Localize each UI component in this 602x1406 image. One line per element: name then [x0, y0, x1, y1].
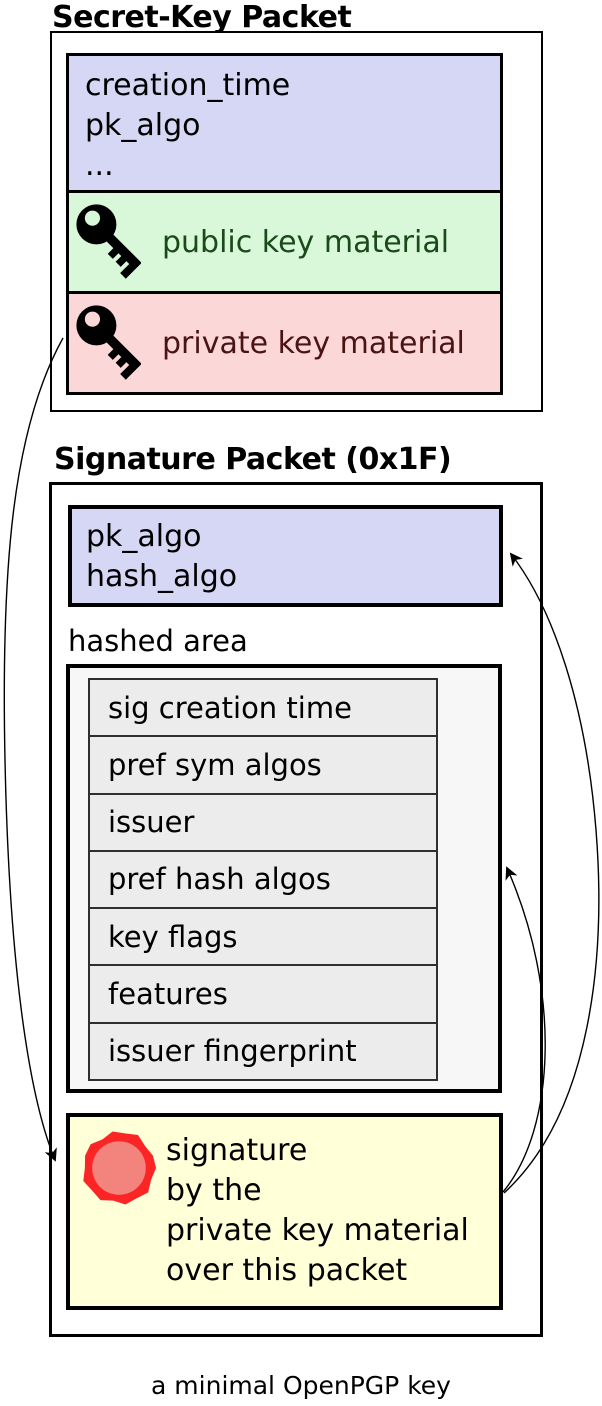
private-key-material-label: private key material [162, 325, 465, 361]
key-icon [76, 305, 141, 380]
subpacket-row: pref sym algos [90, 735, 436, 792]
subpacket-row: features [90, 964, 436, 1021]
signature-box: signature by the private key material ov… [66, 1113, 503, 1310]
secret-key-header-fields: creation_time pk_algo ... [69, 56, 500, 190]
hashed-area-label: hashed area [68, 624, 248, 658]
key-icon [76, 204, 141, 279]
subpacket-row: pref hash algos [90, 849, 436, 907]
figure-caption: a minimal OpenPGP key [151, 1371, 451, 1400]
public-key-material-section: public key material [69, 190, 500, 291]
field-ellipsis: ... [85, 148, 114, 183]
signature-line: over this packet [166, 1253, 408, 1288]
public-key-material-label: public key material [162, 224, 450, 260]
subpacket-row: key flags [90, 907, 436, 964]
signature-line: signature [166, 1133, 308, 1168]
subpacket-table: sig creation time pref sym algos issuer … [88, 678, 438, 1081]
field-pk-algo: pk_algo [86, 519, 202, 554]
signature-packet-title: Signature Packet (0x1F) [54, 442, 452, 477]
secret-key-packet-title: Secret-Key Packet [52, 0, 352, 35]
subpacket-row: issuer [90, 792, 436, 850]
private-key-material-section: private key material [69, 291, 500, 392]
field-hash-algo: hash_algo [86, 559, 238, 594]
field-creation-time: creation_time [85, 68, 291, 103]
field-pk-algo: pk_algo [85, 108, 201, 143]
signature-header-fields: pk_algo hash_algo [68, 505, 503, 607]
signature-line: by the [166, 1173, 262, 1208]
subpacket-row: issuer fingerprint [90, 1021, 436, 1079]
secret-key-packet-sections: creation_time pk_algo ... public key mat… [66, 53, 503, 395]
subpacket-row: sig creation time [108, 690, 352, 725]
seal-icon [83, 1131, 157, 1205]
signature-line: private key material [166, 1213, 469, 1248]
signature-description: signature by the private key material ov… [166, 1131, 469, 1291]
